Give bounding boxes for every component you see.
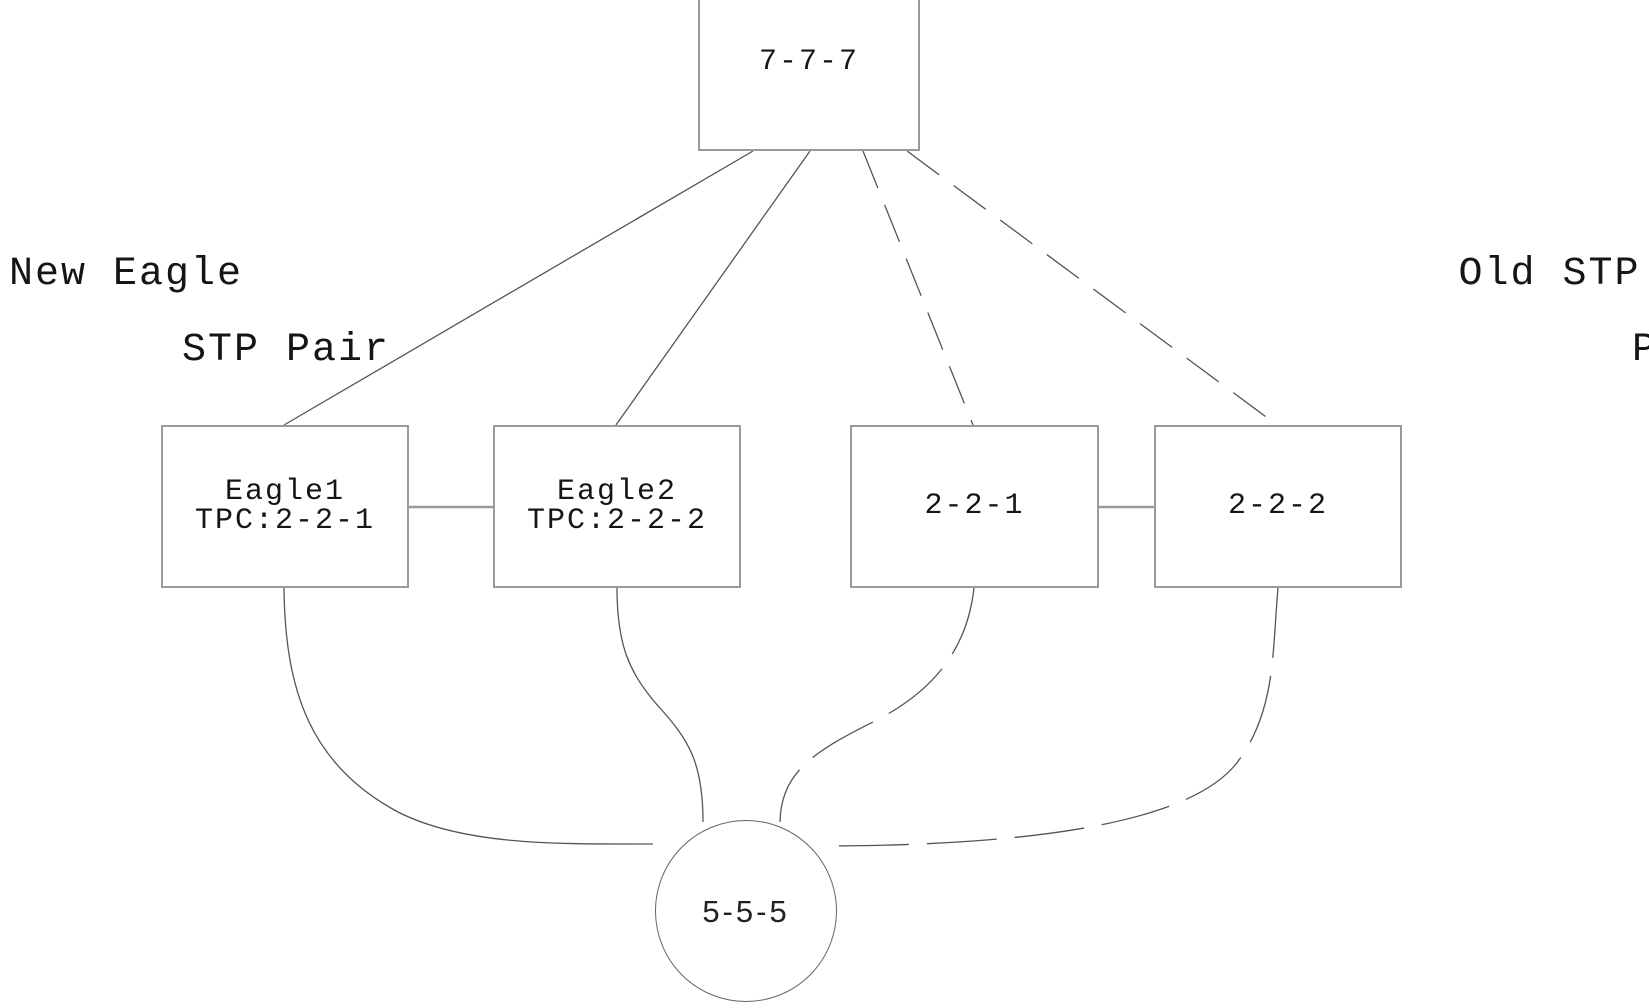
node-eagle2-name: Eagle2: [556, 474, 678, 509]
link-777-eagle2: [615, 150, 811, 426]
node-eagle2: Eagle2 TPC:2-2-2: [493, 425, 741, 588]
link-777-eagle1: [283, 150, 754, 426]
label-old-stp-line1: Old STP: [1458, 252, 1641, 297]
node-2-2-2-label: 2-2-2: [1227, 489, 1328, 523]
node-2-2-1-label: 2-2-1: [924, 489, 1025, 523]
link-777-222: [906, 150, 1278, 426]
link-777-221: [862, 150, 974, 426]
link-eagle2-555: [616, 587, 704, 823]
node-eagle1-name: Eagle1: [224, 474, 346, 509]
node-2-2-1: 2-2-1: [850, 425, 1099, 588]
link-eagle1-555: [283, 587, 654, 845]
link-221-555: [779, 587, 975, 823]
label-new-eagle-line2: STP Pair: [182, 328, 391, 373]
node-7-7-7: 7-7-7: [698, 0, 920, 151]
label-new-eagle-line1: New Eagle: [8, 252, 244, 297]
node-eagle2-tpc: TPC:2-2-2: [526, 503, 708, 538]
label-new-eagle-stp-pair: New Eagle STP Pair: [0, 255, 388, 371]
node-2-2-2: 2-2-2: [1154, 425, 1402, 588]
node-eagle1-tpc: TPC:2-2-1: [194, 503, 376, 538]
link-222-555: [827, 587, 1279, 847]
label-old-stp-line2: Pair: [1632, 328, 1649, 373]
node-5-5-5-label: 5-5-5: [702, 893, 790, 929]
label-old-stp-pair: Old STP Pair: [1450, 255, 1649, 373]
node-7-7-7-label: 7-7-7: [758, 44, 859, 79]
node-5-5-5: 5-5-5: [655, 820, 837, 1002]
node-eagle1: Eagle1 TPC:2-2-1: [161, 425, 409, 588]
